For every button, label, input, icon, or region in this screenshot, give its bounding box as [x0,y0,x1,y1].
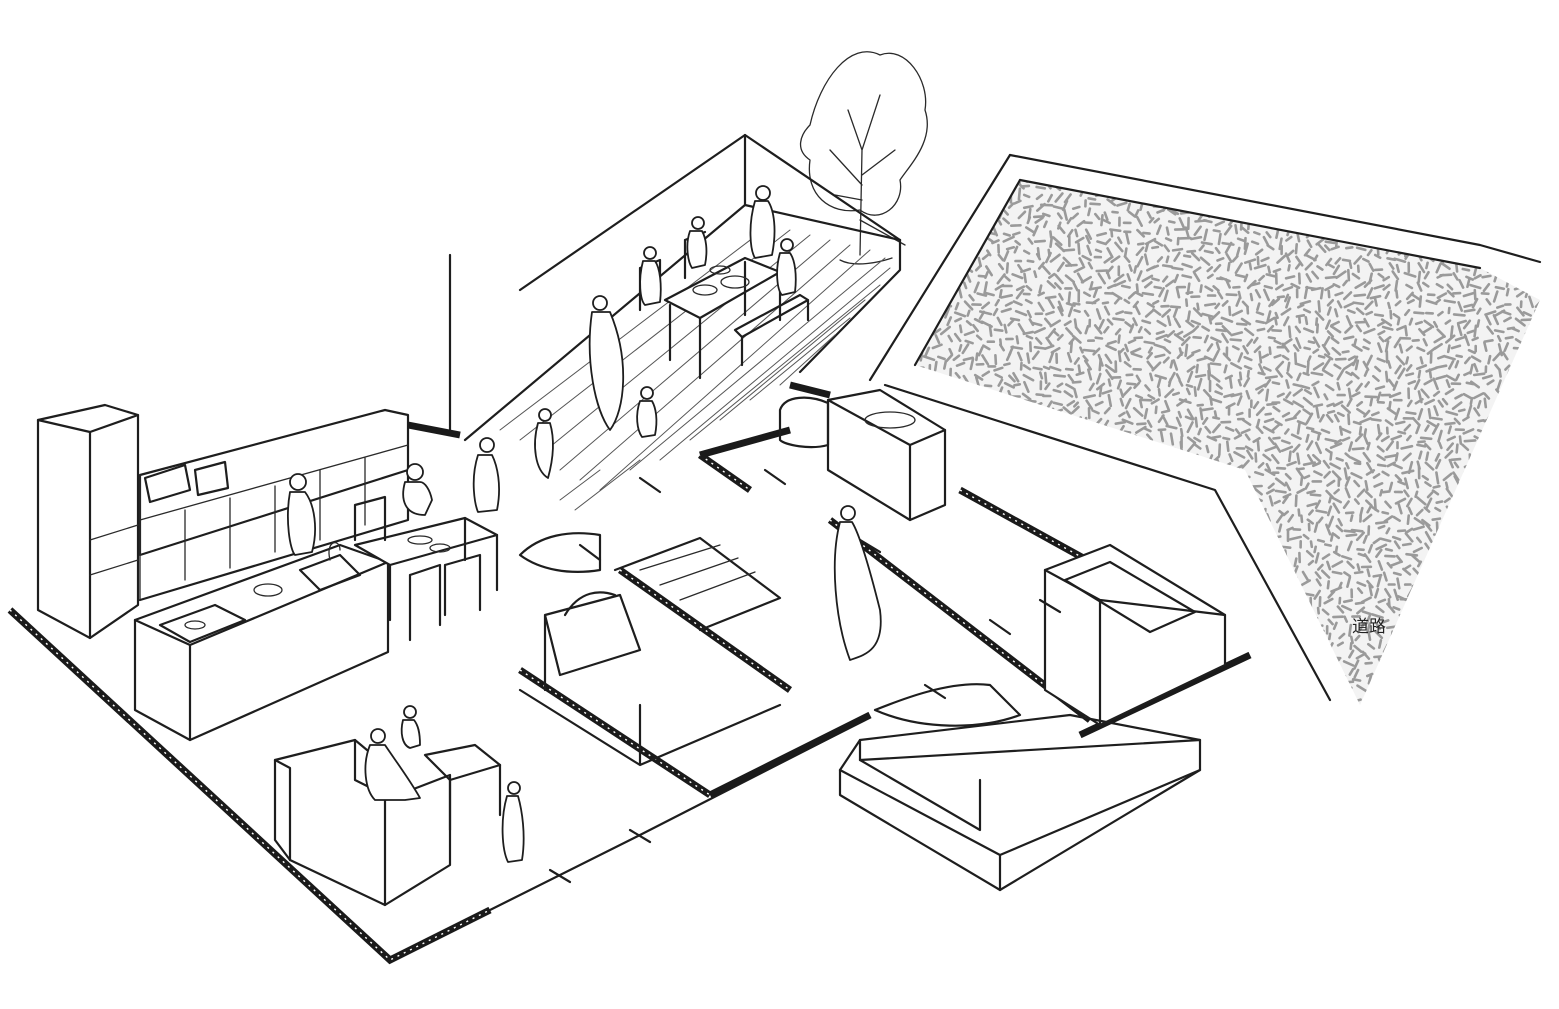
kitchen [36,403,410,742]
tree [799,51,928,265]
dining-table [353,495,499,642]
people [287,185,882,863]
road-label: 道路 [1352,617,1386,637]
central-rooms [7,381,1252,965]
deck-terrace [448,133,902,511]
living-area [273,738,502,907]
